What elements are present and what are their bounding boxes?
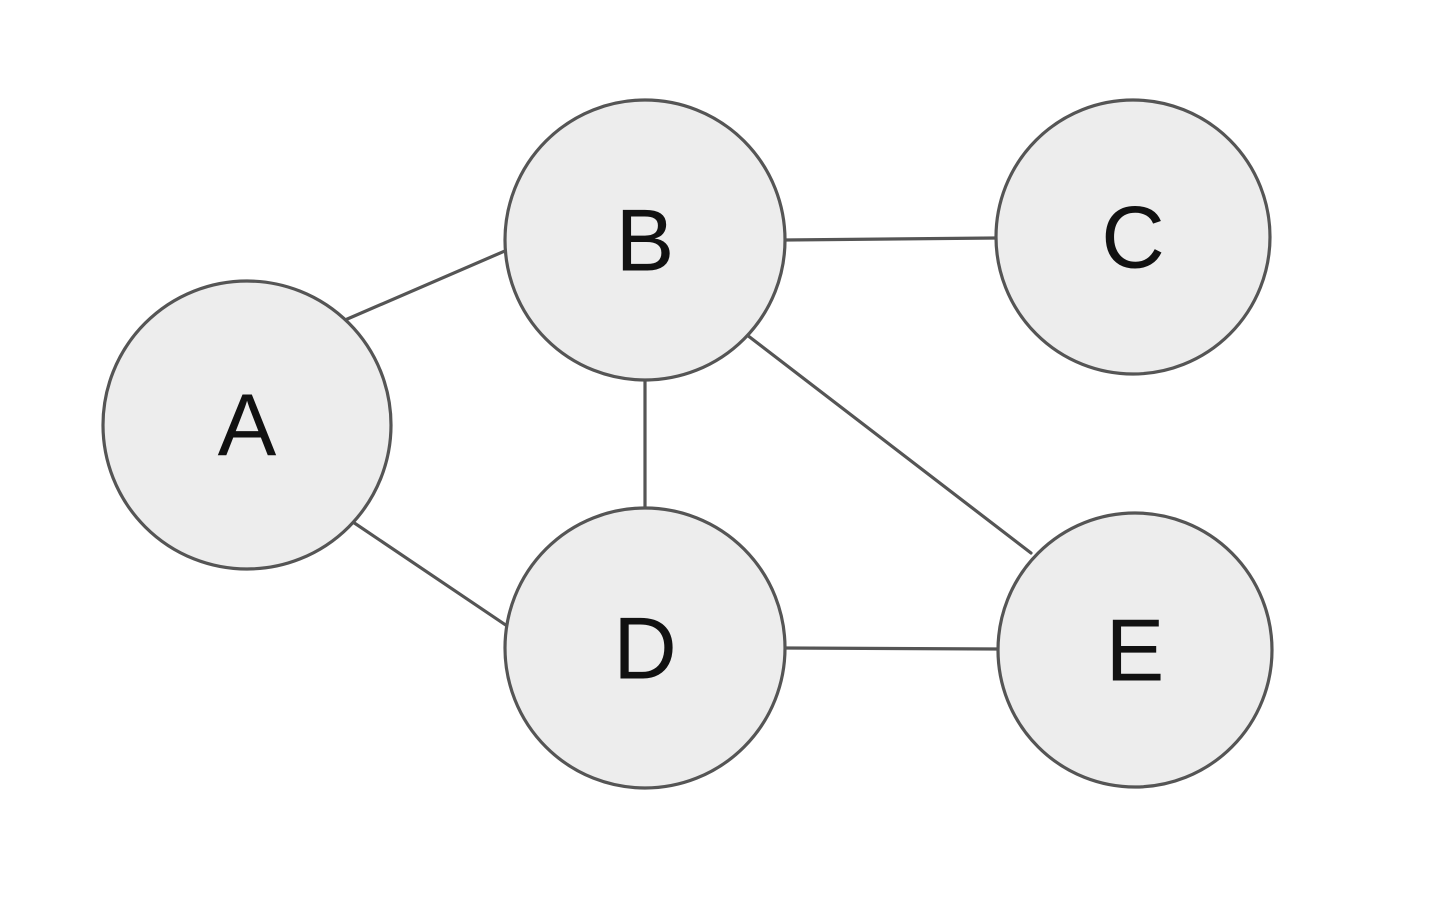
node-e-label: E bbox=[1106, 601, 1165, 700]
edge-a-b[interactable] bbox=[343, 242, 523, 322]
node-a-circle[interactable] bbox=[101, 279, 393, 571]
node-c[interactable]: C bbox=[994, 98, 1272, 376]
node-c-circle[interactable] bbox=[994, 98, 1272, 376]
node-e-circle[interactable] bbox=[996, 511, 1274, 789]
node-a-label: A bbox=[218, 376, 277, 475]
edge-a-d[interactable] bbox=[342, 514, 521, 636]
node-d-label: D bbox=[613, 599, 677, 698]
edge-layer bbox=[342, 236, 1033, 651]
edge-b-c[interactable] bbox=[783, 236, 998, 242]
edge-d-e[interactable] bbox=[783, 646, 1000, 651]
node-b-label: B bbox=[616, 191, 675, 290]
edge-b-e[interactable] bbox=[745, 333, 1033, 555]
node-e[interactable]: E bbox=[996, 511, 1274, 789]
node-b-circle[interactable] bbox=[503, 98, 787, 382]
node-d-circle[interactable] bbox=[503, 506, 787, 790]
node-c-label: C bbox=[1101, 188, 1165, 287]
node-a[interactable]: A bbox=[101, 279, 393, 571]
node-layer: A B C D E bbox=[101, 98, 1274, 790]
node-b[interactable]: B bbox=[503, 98, 787, 382]
node-d[interactable]: D bbox=[503, 506, 787, 790]
